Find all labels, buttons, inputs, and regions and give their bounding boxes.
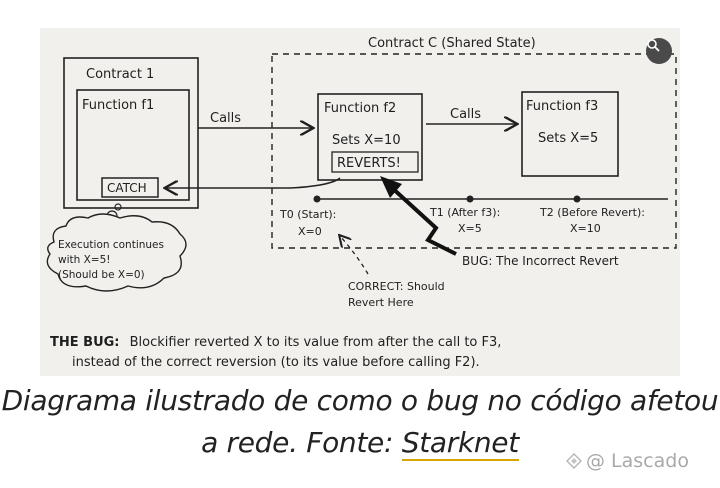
function-f2-label: Function f2 [324,101,396,116]
bubble-line2: with X=5! [58,254,111,266]
correct-line2: Revert Here [348,296,414,309]
catch-label: CATCH [107,181,147,195]
diagram-figure: Contract C (Shared State) Contract 1 Fun… [40,28,680,376]
caption-text: Diagrama ilustrado de como o bug no códi… [2,384,719,459]
calls-label-2: Calls [450,107,481,122]
f2-reverts-label: REVERTS! [337,156,401,171]
bubble-line3: (Should be X=0) [58,269,145,281]
f3-sets-label: Sets X=5 [538,131,598,146]
correct-line1: CORRECT: Should [348,280,445,293]
t0-label: T0 (Start): [279,208,336,221]
search-icon [646,38,660,52]
watermark-text: @ Lascado [586,450,689,472]
bubble-line1: Execution continues [58,239,164,251]
t1-value: X=5 [458,222,482,235]
contract1-title: Contract 1 [86,67,154,82]
watermark: @ Lascado [566,450,689,472]
t1-label: T1 (After f3): [429,206,500,219]
bug-lightning-arrow [390,186,456,254]
function-f1-label: Function f1 [82,98,154,113]
bubble-tail-small [115,204,121,210]
timeline-dot-t1 [467,196,474,203]
footer-text-1: Blockifier reverted X to its value from … [130,335,502,350]
timeline-dot-t2 [574,196,581,203]
function-f3-label: Function f3 [526,99,598,114]
zoom-button[interactable] [646,38,672,64]
footer-line2: instead of the correct reversion (to its… [72,355,480,370]
bug-label: BUG: The Incorrect Revert [462,254,619,268]
calls-label-1: Calls [210,111,241,126]
footer-bold: THE BUG: [50,335,120,350]
caption-source-link[interactable]: Starknet [402,426,519,461]
correct-dashed-arrow [340,236,368,274]
diagram-canvas: Contract C (Shared State) Contract 1 Fun… [40,28,680,376]
t2-value: X=10 [570,222,601,235]
t2-label: T2 (Before Revert): [539,206,645,219]
f2-sets-label: Sets X=10 [332,133,401,148]
lascado-logo-icon [566,453,582,469]
t0-value: X=0 [298,225,322,238]
contract-c-title: Contract C (Shared State) [368,36,536,51]
revert-return-arrow [166,178,340,188]
timeline-dot-t0 [314,196,321,203]
footer-line1: THE BUG: Blockifier reverted X to its va… [50,335,501,350]
